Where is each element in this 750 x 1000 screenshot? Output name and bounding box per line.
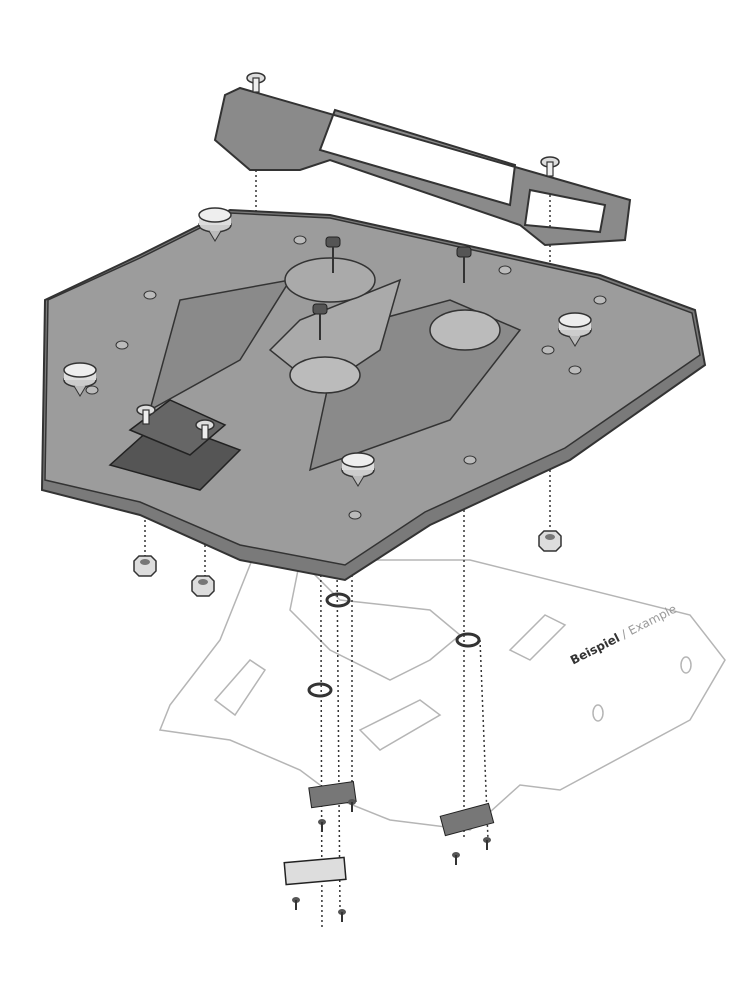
luggage-rack-outline — [158, 509, 726, 831]
top-bracket — [213, 86, 632, 247]
fasteners — [63, 72, 592, 923]
top-case-base-plate — [40, 208, 707, 582]
